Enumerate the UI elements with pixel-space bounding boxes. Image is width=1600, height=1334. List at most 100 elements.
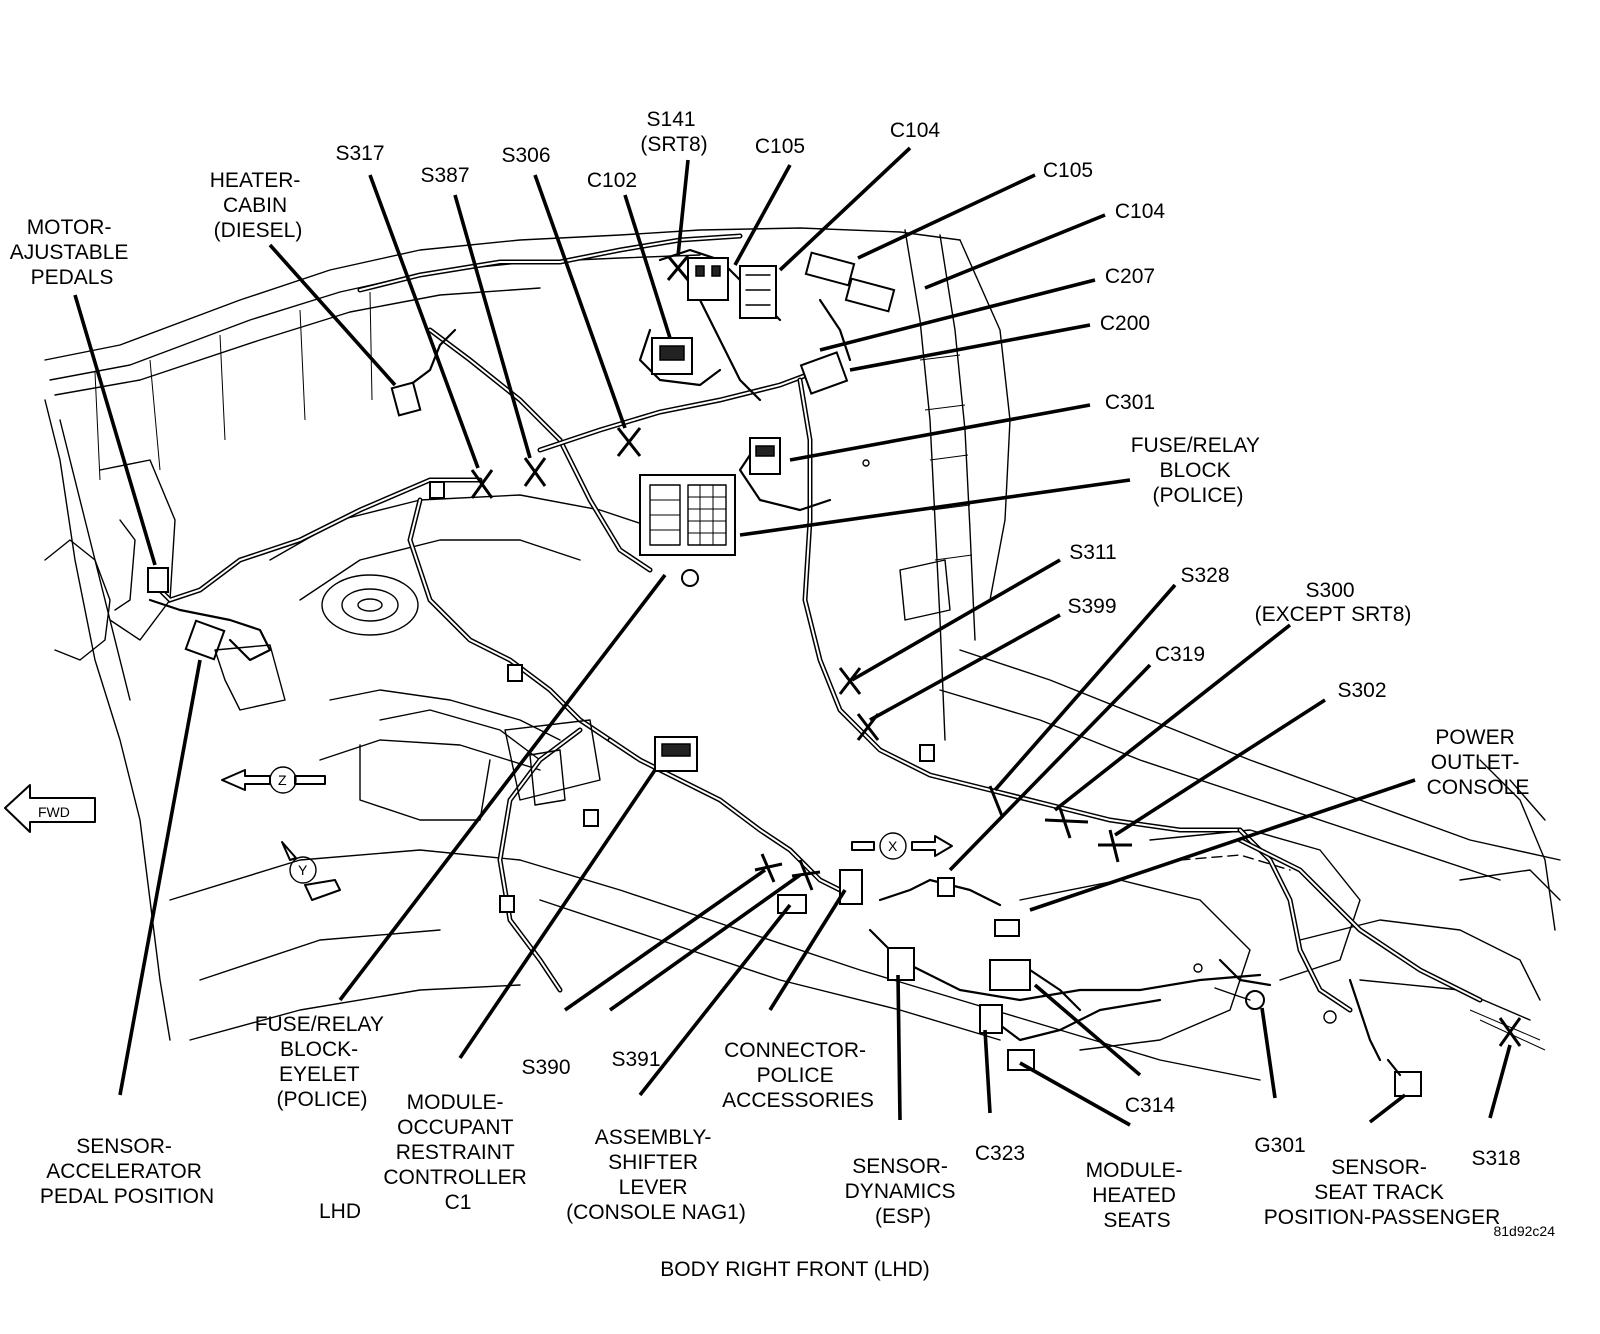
leader-c104-b [924, 213, 1106, 290]
s318-splice [1498, 1017, 1522, 1047]
leader-s328 [993, 583, 1177, 792]
y-label: Y [298, 862, 308, 878]
components [147, 251, 1422, 1097]
label-s141: S141 (SRT8) [640, 108, 707, 156]
label-sensor-accelerator: SENSOR- ACCELERATOR PEDAL POSITION [40, 1135, 214, 1208]
leader-seat-track [1368, 1093, 1407, 1124]
leader-c301 [789, 403, 1091, 462]
label-c105-a: C105 [755, 135, 805, 158]
fwd-label: FWD [38, 804, 70, 820]
orientation-arrows: FWD Z X Y [4, 766, 953, 901]
label-s311: S311 [1069, 541, 1117, 564]
leader-sensor-dynamics [896, 974, 902, 1121]
label-sensor-dynamics: SENSOR- DYNAMICS (ESP) [845, 1155, 962, 1228]
z-axis-circle [269, 766, 297, 794]
label-connector-police-accessories: CONNECTOR- POLICE ACCESSORIES [722, 1039, 874, 1112]
vehicle-body-outline [44, 227, 1561, 1081]
leader-s141 [676, 159, 690, 257]
c105-connector [687, 257, 729, 301]
leader-s391 [608, 873, 802, 1012]
heated-seats-connector [1007, 1049, 1035, 1071]
y-arrow-up [281, 841, 297, 861]
leader-s390 [563, 868, 767, 1012]
leader-motor-pedals [73, 294, 157, 566]
wire-harness [147, 233, 1483, 1062]
label-fuse-relay-block-police: FUSE/RELAY BLOCK (POLICE) [1131, 434, 1266, 507]
s306-splice [616, 427, 642, 457]
leader-c104-a [778, 146, 912, 272]
leader-lines [73, 146, 1512, 1127]
label-s399: S399 [1067, 595, 1116, 618]
s390-splice [754, 853, 783, 883]
c104-connector-upper [804, 251, 856, 287]
fuse-relay-block-grid [649, 484, 727, 546]
c323-connector [979, 1004, 1003, 1034]
leader-power-outlet [1029, 778, 1416, 912]
g301-ground [1245, 990, 1265, 1010]
police-accessories-connector [839, 869, 863, 905]
label-c200: C200 [1100, 312, 1150, 335]
s328-splice [988, 785, 1004, 817]
label-fuse-relay-block-eyelet: FUSE/RELAY BLOCK- EYELET (POLICE) [255, 1013, 390, 1111]
leader-s302 [1114, 698, 1326, 837]
splice-marks [470, 255, 1522, 1047]
label-c319: C319 [1155, 643, 1205, 666]
eyelet [681, 569, 699, 587]
leader-c102 [623, 194, 672, 339]
fwd-arrow [4, 784, 96, 833]
label-c104-b: C104 [1115, 200, 1166, 223]
leader-s311 [851, 558, 1061, 682]
leader-fuse-relay-block [739, 478, 1131, 537]
label-c207: C207 [1105, 265, 1155, 288]
power-outlet-connector [994, 919, 1020, 937]
label-module-heated-seats: MODULE- HEATED SEATS [1086, 1159, 1189, 1232]
leader-accelerator [118, 659, 202, 1096]
leader-s317 [368, 174, 480, 469]
leader-c105-a [733, 164, 792, 266]
x-arrow-left [851, 841, 875, 851]
s317-splice [470, 469, 494, 499]
label-s390: S390 [521, 1056, 570, 1079]
callout-labels: MOTOR- AJUSTABLE PEDALS HEATER- CABIN (D… [10, 108, 1555, 1281]
s141-splice [666, 255, 690, 281]
leader-c200 [849, 323, 1091, 372]
leader-c207 [819, 278, 1096, 352]
s302-splice [1098, 829, 1132, 863]
label-power-outlet-console: POWER OUTLET- CONSOLE [1427, 726, 1530, 799]
leader-orc [458, 768, 657, 1060]
figure-caption: BODY RIGHT FRONT (LHD) [660, 1258, 930, 1281]
x-label: X [888, 838, 898, 854]
adjustable-pedals-connector [147, 567, 169, 593]
leader-fuse-eyelet [338, 573, 667, 1002]
label-s306: S306 [501, 144, 550, 167]
label-c104-a: C104 [890, 119, 941, 142]
label-c314: C314 [1125, 1094, 1176, 1117]
s300-splice [1044, 807, 1089, 839]
label-g301: G301 [1254, 1134, 1305, 1157]
leader-s300 [1053, 623, 1292, 812]
s311-splice [838, 667, 862, 695]
leader-c314 [1033, 983, 1142, 1077]
leader-g301 [1260, 1007, 1277, 1099]
label-assembly-shifter-lever: ASSEMBLY- SHIFTER LEVER (CONSOLE NAG1) [566, 1126, 746, 1224]
label-s387: S387 [420, 164, 469, 187]
x-arrow-right [911, 835, 953, 857]
label-s328: S328 [1180, 564, 1229, 587]
leader-s318 [1488, 1044, 1512, 1119]
leader-c323 [983, 1029, 992, 1114]
seat-track-sensor [1394, 1071, 1422, 1097]
z-label: Z [278, 772, 287, 788]
label-lhd: LHD [319, 1200, 361, 1223]
leader-s399 [869, 613, 1061, 722]
c314-connector [989, 959, 1031, 991]
accelerator-sensor-connector [184, 619, 226, 661]
label-c301: C301 [1105, 391, 1155, 414]
label-s317: S317 [335, 142, 384, 165]
c104-connector-lower [844, 277, 896, 313]
label-s318: S318 [1471, 1147, 1520, 1170]
label-c105-b: C105 [1043, 159, 1093, 182]
y-axis-circle [289, 856, 317, 884]
y-arrow-down [304, 879, 341, 901]
leader-shifter [638, 903, 792, 1097]
